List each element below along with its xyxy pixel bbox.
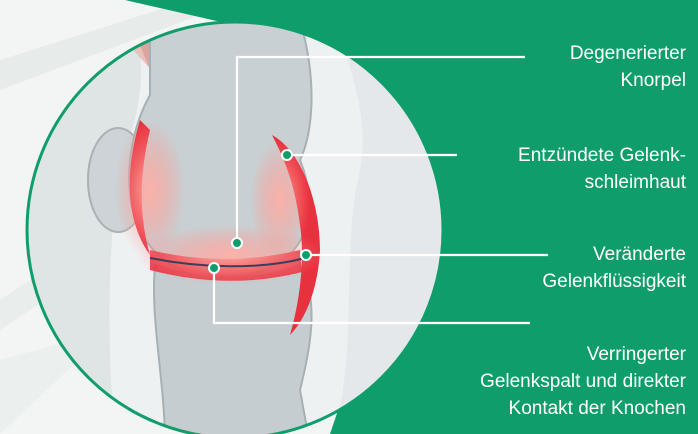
label-degenerated-cartilage: Degenerierter Knorpel (570, 40, 686, 94)
marker-fluid (301, 250, 311, 260)
marker-synovium (282, 150, 292, 160)
marker-joint-space (209, 263, 219, 273)
label-inflamed-synovium: Entzündete Gelenk- schleimhaut (518, 142, 686, 196)
label-changed-synovial-fluid: Veränderte Gelenkflüssigkeit (542, 241, 686, 295)
marker-cartilage (232, 238, 242, 248)
label-reduced-joint-space: Verringerter Gelenkspalt und direkter Ko… (480, 341, 686, 422)
